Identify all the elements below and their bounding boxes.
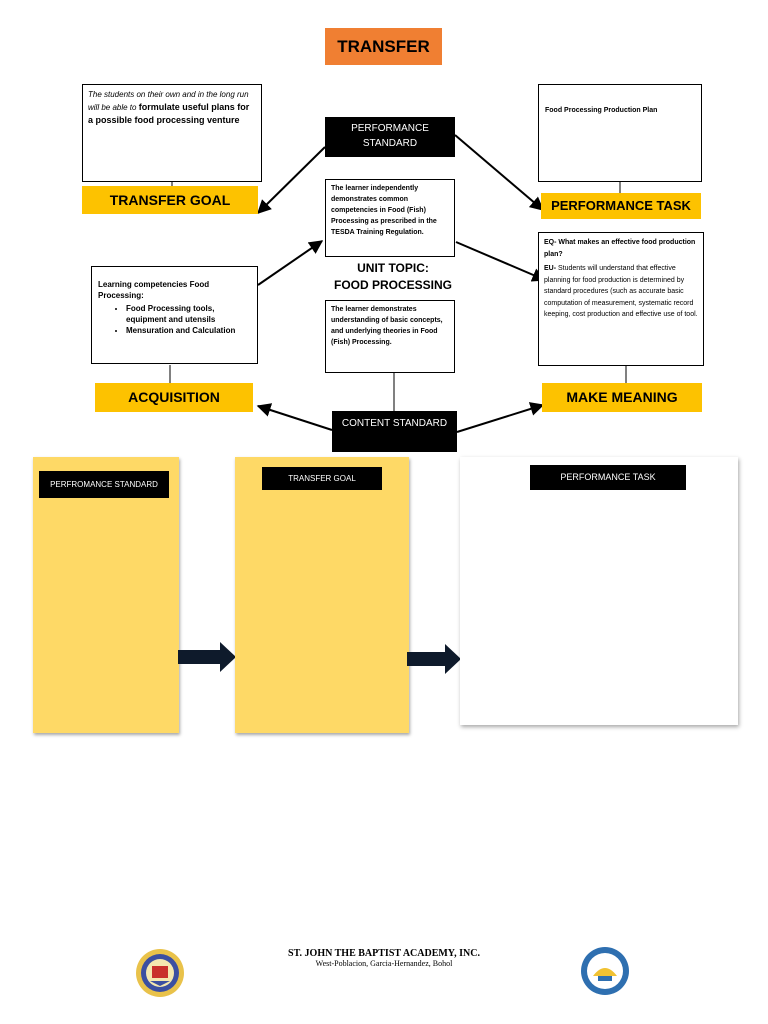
content-standard-header: CONTENT STANDARD <box>332 411 457 452</box>
content-standard-text: The learner demonstrates understanding o… <box>331 306 443 346</box>
title-banner: TRANSFER <box>325 28 442 65</box>
eq-eu-box: EQ- What makes an effective food product… <box>538 232 704 366</box>
school-name: ST. JOHN THE BAPTIST ACADEMY, INC. <box>288 948 480 959</box>
unit-topic: UNIT TOPIC: FOOD PROCESSING <box>318 260 468 294</box>
transfer-goal-italic: The students on their own and in the lon… <box>88 90 249 112</box>
arrow-acquisition-to-standard <box>257 240 324 286</box>
performance-standard-panel-header: PERFROMANCE STANDARD <box>39 471 169 498</box>
transfer-goal-label-text: TRANSFER GOAL <box>109 192 231 208</box>
performance-task-panel-header: PERFORMANCE TASK <box>530 465 686 490</box>
school-footer: ST. JOHN THE BAPTIST ACADEMY, INC. West-… <box>234 948 534 968</box>
eu-text: Students will understand that effective … <box>544 265 698 318</box>
learning-competencies-list: Food Processing tools, equipment and ute… <box>98 303 251 336</box>
transfer-goal-panel-header: TRANSFER GOAL <box>262 467 382 490</box>
panel-left-label: PERFROMANCE STANDARD <box>50 480 158 489</box>
performance-standard-box: The learner independently demonstrates c… <box>325 179 455 257</box>
arrow-content-to-acquisition <box>256 403 333 431</box>
performance-task-panel: PERFORMANCE TASK <box>460 457 738 725</box>
acquisition-label-text: ACQUISITION <box>128 389 220 405</box>
performance-standard-header-text: PERFORMANCE STANDARD <box>351 123 429 149</box>
unit-topic-label: UNIT TOPIC: <box>357 261 429 275</box>
unit-topic-value: FOOD PROCESSING <box>333 278 452 292</box>
arrow-to-performance-task <box>454 134 545 211</box>
essential-question: EQ- What makes an effective food product… <box>544 237 698 260</box>
transfer-goal-panel: TRANSFER GOAL <box>235 457 409 733</box>
school-address: West-Poblacion, Garcia-Hernandez, Bohol <box>315 959 453 968</box>
panel-middle-label: TRANSFER GOAL <box>288 474 356 483</box>
list-item: Mensuration and Calculation <box>126 325 251 336</box>
eq-text: What makes an effective food production … <box>544 239 696 258</box>
performance-standard-text: The learner independently demonstrates c… <box>331 185 437 236</box>
learning-competencies-box: Learning competencies Food Processing: F… <box>91 266 258 364</box>
arrow-content-to-make-meaning <box>456 402 545 433</box>
learning-competencies-heading: Learning competencies Food Processing: <box>98 280 210 300</box>
performance-standard-header: PERFORMANCE STANDARD <box>325 117 455 157</box>
arrow-to-make-meaning-side <box>455 241 547 282</box>
performance-task-box: Food Processing Production Plan <box>538 84 702 182</box>
eu-label: EU- <box>544 265 557 272</box>
enduring-understanding: EU- Students will understand that effect… <box>544 263 698 321</box>
make-meaning-label-text: MAKE MEANING <box>566 389 678 405</box>
transfer-goal-label: TRANSFER GOAL <box>82 186 258 214</box>
school-seal-logo <box>581 947 629 995</box>
title-text: TRANSFER <box>337 37 430 56</box>
block-arrow-2 <box>407 644 461 674</box>
transfer-goal-bold: formulate useful plans for a possible fo… <box>88 102 250 125</box>
eq-label: EQ- <box>544 239 557 246</box>
association-seal-logo <box>136 949 184 997</box>
panel-right-label: PERFORMANCE TASK <box>560 472 656 482</box>
content-standard-header-text: CONTENT STANDARD <box>341 418 448 429</box>
performance-task-label: PERFORMANCE TASK <box>541 193 701 219</box>
connector-arrows <box>169 134 627 433</box>
performance-standard-panel: PERFROMANCE STANDARD <box>33 457 179 733</box>
content-standard-box: The learner demonstrates understanding o… <box>325 300 455 373</box>
performance-task-text: Food Processing Production Plan <box>545 107 658 114</box>
transfer-goal-box: The students on their own and in the lon… <box>82 84 262 182</box>
list-item: Food Processing tools, equipment and ute… <box>126 303 251 325</box>
performance-task-label-text: PERFORMANCE TASK <box>551 198 691 213</box>
acquisition-label: ACQUISITION <box>95 383 253 412</box>
arrow-to-transfer-goal <box>257 146 326 214</box>
block-arrow-1 <box>178 642 236 672</box>
make-meaning-label: MAKE MEANING <box>542 383 702 412</box>
